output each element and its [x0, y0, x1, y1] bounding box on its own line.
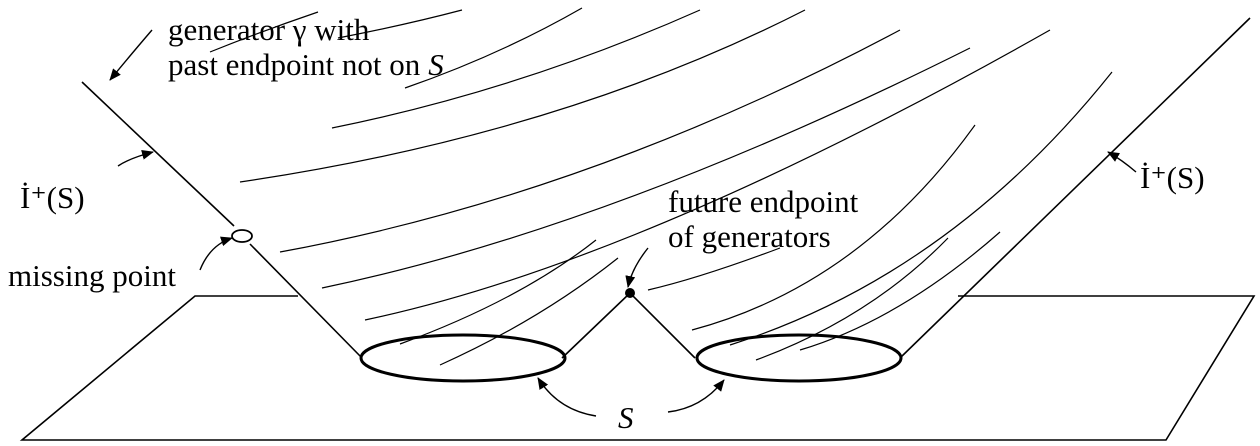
future-endpoint-arrow [625, 247, 649, 288]
base-plane [19, 295, 1256, 441]
generator-label-line2-var: S [428, 47, 444, 82]
generator-curve [279, 29, 901, 253]
generator-label-arrow [109, 29, 153, 81]
generator-curve [337, 9, 463, 39]
generator-label-line1: generator γ with [168, 12, 370, 47]
left-boundary-lower-line [249, 243, 363, 359]
missing-point-label: missing point [8, 258, 176, 293]
generator-curve [209, 11, 319, 53]
generator-curves [209, 7, 1113, 366]
generator-curve [647, 247, 781, 291]
generator-curve [399, 239, 597, 345]
future-endpoint-label-line2: of generators [668, 219, 831, 254]
generator-curve [691, 124, 976, 331]
generator-curve [321, 47, 971, 289]
generator-curve [439, 257, 619, 366]
base-plane-left-edge [19, 295, 1256, 441]
right-boundary-label-arrow [1107, 151, 1137, 173]
central-ridge [561, 291, 696, 359]
generator-label-line2-text: past endpoint not on [168, 47, 421, 82]
set-s-left-ellipse [359, 333, 567, 383]
right-boundary-line [899, 17, 1251, 359]
left-boundary-label-arrow [117, 149, 154, 167]
s-label-arrow-right [667, 379, 725, 413]
generator-curve [331, 9, 701, 129]
generator-gamma-line [81, 81, 235, 227]
missing-point-marker [231, 229, 253, 243]
future-endpoint-label-line1: future endpoint [668, 184, 859, 219]
set-s-label: S [618, 400, 634, 435]
future-endpoint-marker [625, 288, 635, 298]
generator-curve [364, 29, 1051, 321]
boundary-label-right: İ⁺(S) [1140, 160, 1205, 195]
generator-curve [404, 7, 583, 89]
generator-curve [729, 71, 1113, 346]
generator-curve [799, 231, 1001, 351]
set-s-right-ellipse [695, 333, 903, 383]
generator-curve [755, 237, 949, 361]
annotation-arrows [109, 29, 1137, 417]
boundary-label-left: İ⁺(S) [20, 180, 85, 215]
s-label-arrow-left [537, 377, 597, 417]
missing-point-arrow [199, 236, 233, 271]
generator-curve [239, 9, 806, 183]
set-s-components [359, 333, 903, 383]
